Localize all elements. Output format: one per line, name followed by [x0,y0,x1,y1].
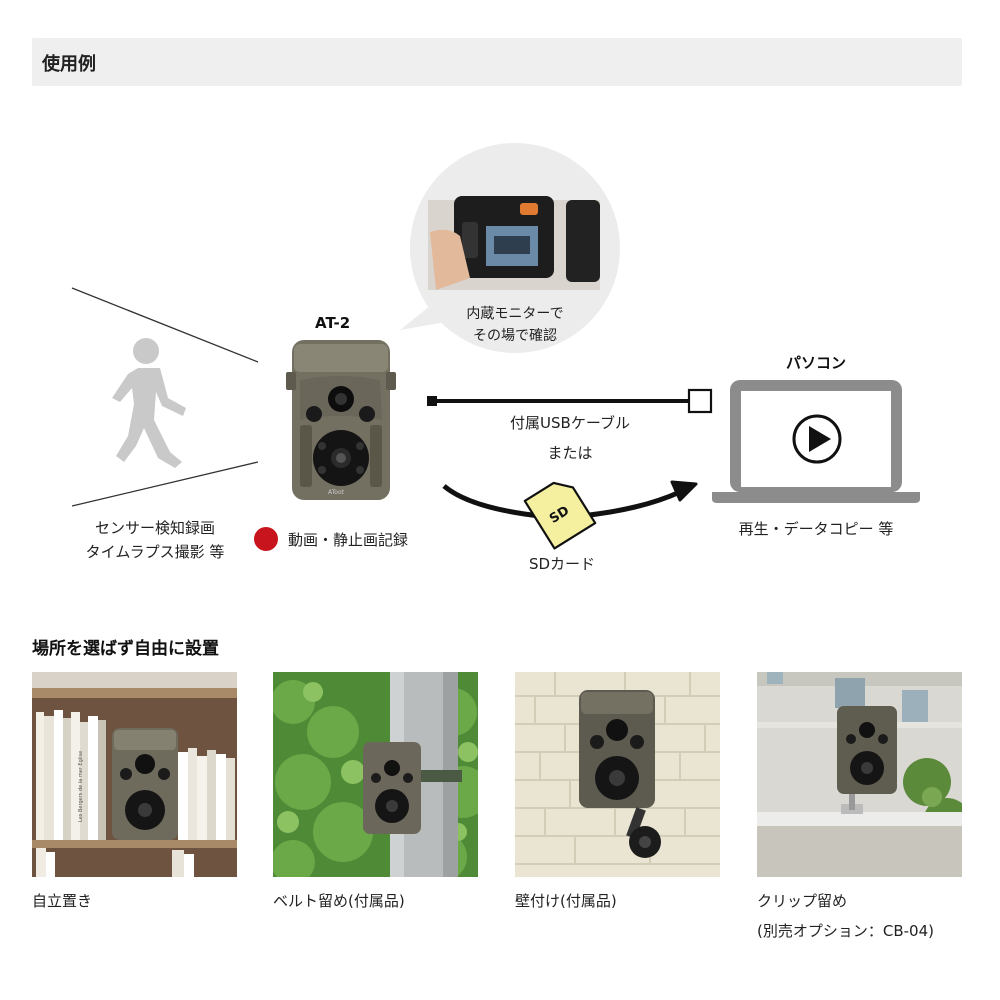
camera-on-wall [579,690,655,808]
laptop-icon [712,380,920,503]
usb-plug-small [427,396,437,406]
section-header: 使用例 [32,38,962,86]
or-label: または [547,444,593,462]
section-title: 使用例 [42,54,96,75]
caption-clip-option: (別売オプション：CB-04) [757,922,934,940]
sensor-caption-line1: センサー検知録画 [94,519,215,537]
photo-clip-mount [757,672,962,877]
camera-on-clip [837,706,897,794]
sd-label: SDカード [528,555,596,573]
bubble-text: 内蔵モニターで その場で確認 [455,303,575,347]
usb-plug-large [687,388,713,414]
camera-brand-text: AToot [328,489,345,496]
walking-person-icon [112,338,186,468]
camera-on-pole [363,742,421,834]
pc-label: パソコン [785,354,846,372]
photo-belt-mount [273,672,478,877]
caption-standalone: 自立置き [32,892,93,910]
sensor-caption-line2: タイムラプス撮影 等 [85,543,225,561]
photo-wall-mount [515,672,720,877]
sensor-range-line-bottom [71,461,259,507]
caption-clip: クリップ留め [757,892,848,910]
book-spine-text: Les Bergers de la mer Eglise [78,751,84,822]
usage-diagram: AToot SD [71,143,920,550]
caption-belt: ベルト留め(付属品) [273,892,405,910]
camera-on-shelf [112,728,178,840]
sd-transfer-arrowhead [670,480,698,502]
placement-title: 場所を選ばず自由に設置 [32,639,219,659]
camera-label: AT-2 [315,314,351,332]
record-dot-icon [254,527,278,551]
monitor-speech-bubble [400,143,620,353]
bubble-text-line2: その場で確認 [473,328,557,344]
caption-wall: 壁付け(付属品) [515,892,617,910]
play-icon [792,414,842,464]
pc-caption: 再生・データコピー 等 [738,520,894,538]
record-label: 動画・静止画記録 [288,531,409,549]
sensor-range-line-top [71,287,259,363]
bubble-text-line1: 内蔵モニターで [466,306,564,322]
cable-label: 付属USBケーブル [510,414,630,432]
camera-at2-image: AToot [286,340,396,500]
sensor-caption: センサー検知録画 タイムラプス撮影 等 [70,516,240,564]
photo-bookshelf: Les Bergers de la mer Eglise [32,672,237,877]
sd-card-icon: SD [523,481,597,550]
